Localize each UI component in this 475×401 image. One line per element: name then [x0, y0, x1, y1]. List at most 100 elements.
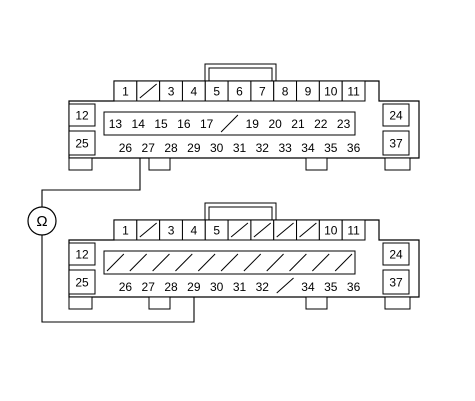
top-pin-label: 35 [324, 141, 338, 155]
blank-pin-slash [253, 222, 272, 238]
connector-foot [384, 296, 411, 310]
connector-latch-inner [208, 67, 273, 81]
top-pin-label: 20 [268, 117, 282, 131]
blank-pin-slash [334, 253, 353, 272]
top-pin-label: 30 [210, 141, 224, 155]
blank-pin-slash [197, 253, 216, 272]
connector-latch-outer [204, 63, 277, 81]
connector-latch-inner [208, 206, 273, 220]
bottom-side-pin-label: 25 [75, 276, 89, 290]
blank-pin-slash [139, 222, 157, 238]
top-pin-label: 15 [154, 117, 168, 131]
probe-wire-to-top-pin-27 [41, 155, 141, 207]
top-pin-label: 3 [168, 85, 175, 99]
bottom-pin-cell [341, 219, 366, 241]
bottom-side-pin-cell [68, 242, 96, 266]
top-side-pin-label: 37 [389, 137, 403, 151]
bottom-pin-label: 35 [324, 280, 338, 294]
connector-foot [148, 157, 171, 171]
top-pin-label: 13 [109, 117, 123, 131]
ohmmeter-circle [27, 206, 57, 236]
top-pin-label: 26 [119, 141, 133, 155]
top-pin-label: 9 [305, 85, 312, 99]
bottom-side-pin-label: 37 [389, 276, 403, 290]
connector-foot [148, 296, 171, 310]
bottom-side-pin-cell [382, 269, 410, 295]
top-pin-label: 36 [347, 141, 361, 155]
ohm-symbol: Ω [36, 213, 47, 230]
bottom-pin-label: 11 [347, 224, 360, 238]
probe-wire-to-bottom-pin-29 [41, 235, 195, 323]
top-pin-label: 17 [200, 117, 214, 131]
blank-pin-slash [129, 253, 147, 272]
bottom-pin-label: 31 [233, 280, 247, 294]
bottom-pin-label: 27 [142, 280, 156, 294]
top-side-pin-cell [68, 103, 96, 127]
top-pin-label: 28 [164, 141, 178, 155]
blank-pin-slash [175, 253, 193, 272]
bottom-side-pin-label: 24 [389, 248, 403, 262]
top-pin-label: 34 [301, 141, 315, 155]
blank-pin-slash [299, 222, 317, 238]
blank-pin-slash [243, 253, 262, 272]
top-pin-label: 14 [132, 117, 146, 131]
top-pin-label: 5 [213, 85, 220, 99]
top-side-pin-cell [382, 103, 410, 127]
connector-foot [305, 296, 328, 310]
top-pin-label: 19 [246, 117, 260, 131]
bottom-pin-label: 3 [168, 224, 175, 238]
test-lead-wires [41, 155, 195, 323]
top-pin-label: 27 [142, 141, 156, 155]
blank-pin-slash [312, 253, 330, 272]
top-pin-label: 6 [236, 85, 243, 99]
top-pin-label: 4 [191, 85, 198, 99]
top-pin-label: 11 [347, 85, 360, 99]
bottom-pin-label: 10 [324, 224, 338, 238]
blank-pin-slash [139, 83, 157, 99]
blank-pin-slash [106, 253, 125, 272]
top-pin-label: 23 [337, 117, 351, 131]
top-pin-cell [341, 80, 366, 102]
blank-pin-slash [230, 222, 249, 238]
top-side-pin-label: 24 [389, 109, 403, 123]
bottom-pin-label: 4 [191, 224, 198, 238]
bottom-pin-label: 30 [210, 280, 224, 294]
blank-pin-slash [276, 222, 294, 238]
connector-foot [68, 157, 93, 171]
bottom-pin-label: 5 [213, 224, 220, 238]
bottom-pin-label: 29 [187, 280, 201, 294]
top-pin-label: 7 [259, 85, 266, 99]
connector-latch-outer [204, 202, 277, 220]
blank-pin-slash [276, 277, 294, 294]
top-side-pin-label: 12 [75, 109, 89, 123]
top-pin-label: 29 [187, 141, 201, 155]
bottom-side-pin-cell [68, 269, 96, 295]
top-pin-label: 31 [233, 141, 247, 155]
top-pin-label: 21 [291, 117, 305, 131]
top-pin-label: 16 [177, 117, 191, 131]
bottom-pin-label: 28 [164, 280, 178, 294]
top-side-pin-cell [68, 130, 96, 156]
top-pin-label: 8 [282, 85, 289, 99]
top-pin-label: 1 [122, 85, 129, 99]
bottom-pin-label: 1 [122, 224, 129, 238]
blank-pin-slash [152, 253, 170, 272]
top-pin-label: 32 [256, 141, 270, 155]
connector-foot [68, 296, 93, 310]
bottom-pin-label: 26 [119, 280, 133, 294]
blank-pin-slash [220, 114, 239, 133]
top-pin-label: 22 [314, 117, 328, 131]
bottom-side-pin-label: 12 [75, 248, 89, 262]
connector-foot [305, 157, 328, 171]
bottom-pin-label: 34 [301, 280, 315, 294]
blank-pin-slash [220, 253, 239, 272]
top-side-pin-cell [382, 130, 410, 156]
blank-pin-slash [266, 253, 284, 272]
ohmmeter: Ω [27, 206, 57, 236]
top-side-pin-label: 25 [75, 137, 89, 151]
top-pin-label: 10 [324, 85, 338, 99]
bottom-side-pin-cell [382, 242, 410, 266]
